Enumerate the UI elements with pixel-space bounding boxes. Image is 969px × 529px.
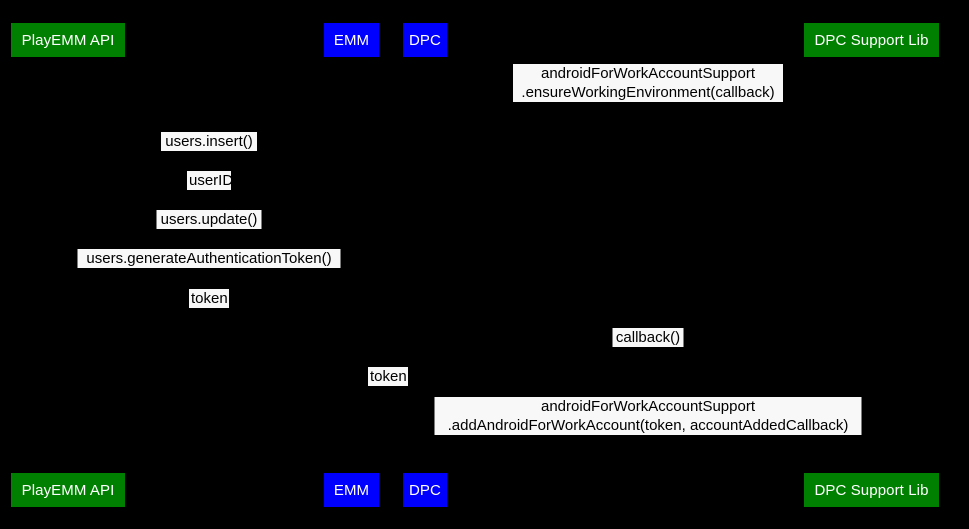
- message-line: androidForWorkAccountSupport: [541, 398, 755, 415]
- message-line: users.update(): [160, 211, 258, 228]
- message-line: callback(): [615, 329, 681, 346]
- message-line: users.insert(): [165, 133, 253, 150]
- message-line: userID: [189, 172, 234, 189]
- message-label-add-android-for-work-account: androidForWorkAccountSupport .addAndroidF…: [434, 397, 862, 435]
- participant-label: DPC: [409, 481, 441, 499]
- participant-label: DPC: [409, 31, 441, 49]
- participant-footer-playemm-api[interactable]: PlayEMM API: [11, 473, 125, 507]
- message-label-users-generate-authentication-token: users.generateAuthenticationToken(): [77, 249, 341, 268]
- participant-footer-emm[interactable]: EMM: [324, 473, 379, 507]
- participant-label: DPC Support Lib: [814, 31, 929, 49]
- participant-label: EMM: [333, 31, 370, 49]
- message-line: token: [370, 368, 407, 385]
- message-label-users-insert: users.insert(): [161, 132, 257, 151]
- message-line: androidForWorkAccountSupport: [541, 65, 755, 82]
- message-line: .ensureWorkingEnvironment(callback): [521, 84, 775, 101]
- message-line: .addAndroidForWorkAccount(token, account…: [447, 417, 849, 434]
- message-label-users-update: users.update(): [156, 210, 262, 229]
- participant-label: PlayEMM API: [21, 31, 115, 49]
- participant-header-dpc[interactable]: DPC: [403, 23, 447, 57]
- participant-header-dpc-support-lib[interactable]: DPC Support Lib: [804, 23, 939, 57]
- message-line: users.generateAuthenticationToken(): [86, 250, 332, 267]
- message-label-ensure-working-environment: androidForWorkAccountSupport .ensureWorki…: [513, 64, 783, 102]
- participant-label: PlayEMM API: [21, 481, 115, 499]
- participant-footer-dpc-support-lib[interactable]: DPC Support Lib: [804, 473, 939, 507]
- participant-label: EMM: [333, 481, 370, 499]
- message-label-token-to-emm: token: [189, 289, 229, 308]
- participant-header-playemm-api[interactable]: PlayEMM API: [11, 23, 125, 57]
- participant-header-emm[interactable]: EMM: [324, 23, 379, 57]
- participant-footer-dpc[interactable]: DPC: [403, 473, 447, 507]
- message-label-user-id: userID: [187, 171, 234, 190]
- message-line: token: [191, 290, 228, 307]
- message-label-token-to-dpc: token: [368, 367, 408, 386]
- participant-label: DPC Support Lib: [814, 481, 929, 499]
- message-label-callback: callback(): [612, 328, 684, 347]
